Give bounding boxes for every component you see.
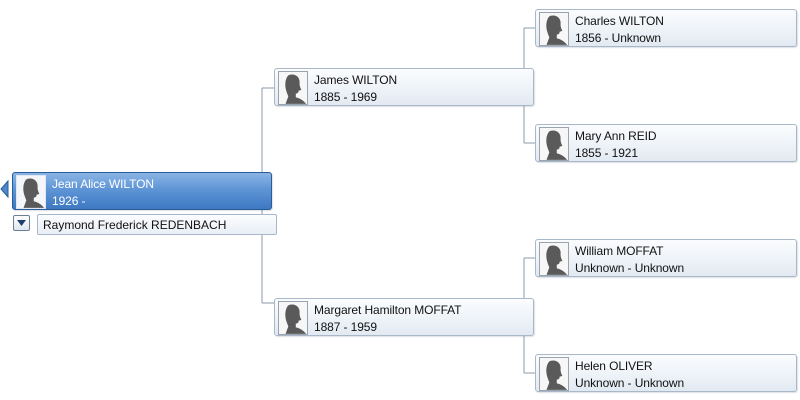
silhouette-icon [278, 71, 308, 105]
person-dates: Unknown - Unknown [575, 376, 685, 390]
person-name: Helen OLIVER [575, 359, 653, 373]
silhouette-icon [539, 357, 569, 391]
person-card-maternal-grandmother[interactable]: Helen OLIVER Unknown - Unknown [535, 354, 797, 392]
person-dates: Unknown - Unknown [575, 261, 685, 275]
person-card-paternal-grandfather[interactable]: Charles WILTON 1856 - Unknown [535, 9, 797, 47]
person-name: Charles WILTON [575, 14, 664, 28]
silhouette-icon [278, 301, 308, 335]
person-dates: 1885 - 1969 [314, 90, 377, 104]
person-name: Jean Alice WILTON [52, 177, 154, 191]
person-card-selected[interactable]: Jean Alice WILTON 1926 - [12, 172, 272, 210]
person-dates: 1856 - Unknown [575, 31, 661, 45]
person-card-father[interactable]: James WILTON 1885 - 1969 [274, 68, 534, 106]
person-name: James WILTON [314, 73, 398, 87]
person-card-mother[interactable]: Margaret Hamilton MOFFAT 1887 - 1959 [274, 298, 534, 336]
person-name: Mary Ann REID [575, 129, 657, 143]
person-name: Margaret Hamilton MOFFAT [314, 303, 462, 317]
silhouette-icon [539, 12, 569, 46]
person-dates: 1887 - 1959 [314, 320, 377, 334]
silhouette-icon [16, 175, 46, 209]
silhouette-icon [539, 242, 569, 276]
person-dates: 1855 - 1921 [575, 146, 638, 160]
spouse-dropdown-button[interactable] [13, 215, 30, 231]
chevron-down-icon [17, 220, 26, 226]
person-card-paternal-grandmother[interactable]: Mary Ann REID 1855 - 1921 [535, 124, 797, 162]
silhouette-icon [539, 127, 569, 161]
person-dates: 1926 - [52, 194, 86, 208]
spouse-name-box[interactable]: Raymond Frederick REDENBACH [37, 214, 277, 235]
triangle-left-icon[interactable] [0, 180, 9, 198]
person-name: William MOFFAT [575, 244, 664, 258]
person-card-maternal-grandfather[interactable]: William MOFFAT Unknown - Unknown [535, 239, 797, 277]
